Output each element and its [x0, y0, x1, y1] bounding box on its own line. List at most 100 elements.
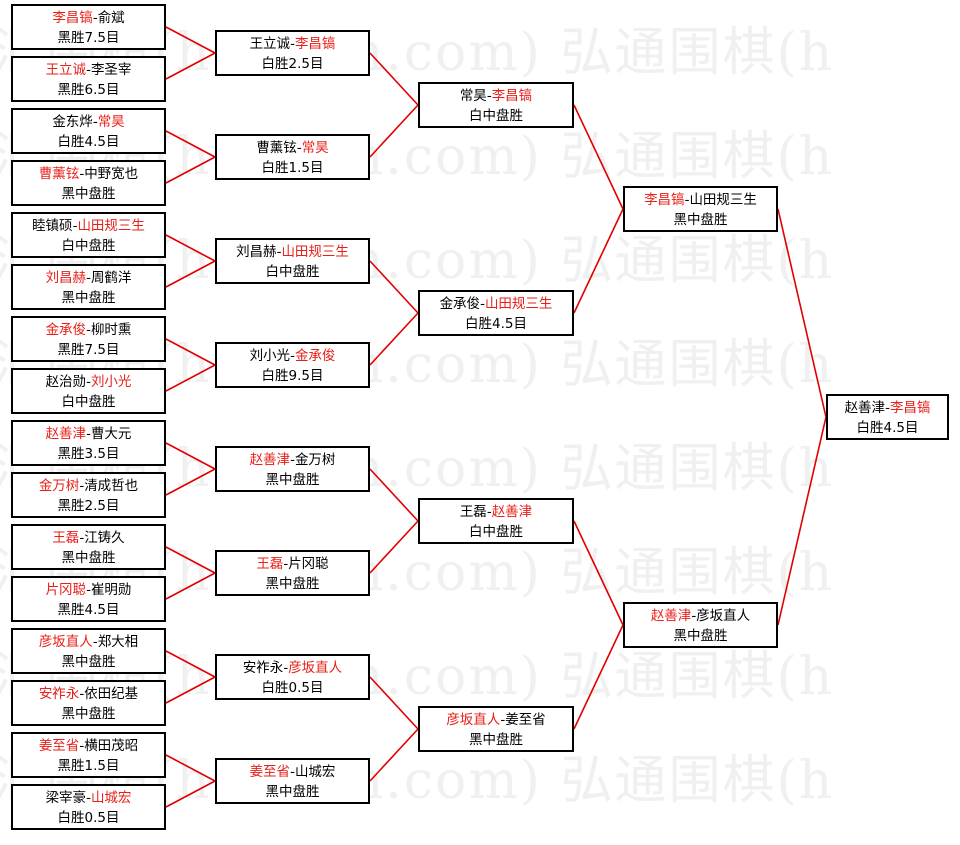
player-black: 王磊	[52, 530, 80, 546]
match-players: 常昊-李昌镐	[420, 86, 572, 106]
match-result: 黑胜7.5目	[57, 30, 120, 46]
player-white: 山城宏	[90, 790, 132, 806]
vs-separator: -	[86, 374, 91, 390]
match-box: 安祚永-依田纪基黑中盘胜	[11, 680, 166, 726]
match-players: 赵治勋-刘小光	[13, 372, 164, 392]
match-box: 刘昌赫-周鹤洋黑中盘胜	[11, 264, 166, 310]
match-result: 黑中盘胜	[265, 784, 320, 800]
match-box: 常昊-李昌镐白中盘胜	[418, 82, 574, 128]
vs-separator: -	[86, 790, 91, 806]
player-white: 柳时熏	[90, 322, 132, 338]
player-white: 刘小光	[90, 374, 132, 390]
bracket-connector	[165, 780, 216, 808]
match-box: 王磊-片冈聪黑中盘胜	[215, 550, 370, 596]
match-players: 安祚永-依田纪基	[13, 684, 164, 704]
match-box: 赵善津-金万树黑中盘胜	[215, 446, 370, 492]
player-black: 王立诚	[45, 62, 87, 78]
match-players: 赵善津-曹大元	[13, 424, 164, 444]
player-black: 常昊	[459, 88, 487, 104]
vs-separator: -	[92, 10, 98, 26]
match-result: 白胜9.5目	[261, 368, 324, 384]
player-black: 片冈聪	[45, 582, 87, 598]
match-players: 金承俊-柳时熏	[13, 320, 164, 340]
player-black: 彦坂直人	[38, 634, 93, 650]
player-white: 崔明勋	[90, 582, 132, 598]
match-box: 王立诚-李昌镐白胜2.5目	[215, 30, 370, 76]
match-result: 白中盘胜	[469, 108, 523, 124]
match-box: 李昌镐-俞斌黑胜7.5目	[11, 4, 166, 50]
vs-separator: -	[86, 582, 91, 598]
match-players: 金承俊-山田规三生	[420, 294, 572, 314]
match-box: 王磊-江铸久黑中盘胜	[11, 524, 166, 570]
bracket-connector	[369, 260, 419, 314]
player-white: 山田规三生	[77, 218, 145, 234]
match-box: 彦坂直人-姜至省黑中盘胜	[418, 706, 574, 752]
player-white: 常昊	[97, 114, 125, 130]
match-box: 曹薰铉-中野宽也黑中盘胜	[11, 160, 166, 206]
vs-separator: -	[276, 244, 282, 260]
vs-separator: -	[500, 712, 506, 728]
match-box: 赵善津-彦坂直人黑中盘胜	[623, 602, 778, 648]
bracket-connector	[369, 520, 419, 574]
bracket-connector	[165, 338, 216, 366]
match-result: 黑中盘胜	[61, 706, 116, 722]
match-players: 姜至省-山城宏	[217, 762, 368, 782]
player-white: 山田规三生	[484, 296, 553, 312]
vs-separator: -	[92, 634, 98, 650]
player-white: 山田规三生	[689, 192, 757, 208]
bracket-connector	[369, 728, 419, 782]
match-result: 白胜4.5目	[57, 134, 120, 150]
match-players: 赵善津-金万树	[217, 450, 368, 470]
match-box: 刘小光-金承俊白胜9.5目	[215, 342, 370, 388]
match-result: 白胜0.5目	[57, 810, 120, 826]
match-players: 金东烨-常昊	[13, 112, 164, 132]
match-box: 姜至省-横田茂昭黑胜1.5目	[11, 732, 166, 778]
match-result: 黑中盘胜	[265, 472, 320, 488]
bracket-connector	[165, 468, 216, 496]
player-black: 曹薰铉	[38, 166, 80, 182]
match-players: 曹薰铉-常昊	[217, 138, 368, 158]
match-players: 赵善津-彦坂直人	[625, 606, 776, 626]
player-black: 刘昌赫	[236, 244, 277, 260]
player-black: 安祚永	[242, 660, 284, 676]
match-result: 黑胜7.5目	[57, 342, 120, 358]
match-result: 白中盘胜	[265, 264, 320, 280]
bracket-connector	[165, 364, 216, 392]
player-black: 李昌镐	[52, 10, 93, 26]
match-box: 金承俊-山田规三生白胜4.5目	[418, 290, 574, 336]
vs-separator: -	[86, 62, 91, 78]
bracket-connector	[165, 676, 216, 704]
match-box: 赵治勋-刘小光白中盘胜	[11, 368, 166, 414]
match-result: 黑中盘胜	[61, 550, 116, 566]
player-white: 金承俊	[294, 348, 336, 364]
match-players: 王磊-片冈聪	[217, 554, 368, 574]
vs-separator: -	[684, 192, 690, 208]
player-black: 赵善津	[45, 426, 87, 442]
match-players: 刘小光-金承俊	[217, 346, 368, 366]
match-box: 刘昌赫-山田规三生白中盘胜	[215, 238, 370, 284]
match-result: 白胜2.5目	[261, 56, 324, 72]
bracket-connector	[165, 650, 216, 678]
match-players: 姜至省-横田茂昭	[13, 736, 164, 756]
bracket-connector	[369, 104, 419, 158]
match-result: 黑中盘胜	[265, 576, 320, 592]
vs-separator: -	[290, 764, 295, 780]
vs-separator: -	[290, 348, 295, 364]
match-box: 王磊-赵善津白中盘胜	[418, 498, 574, 544]
bracket-connector	[573, 624, 624, 730]
match-players: 梁宰豪-山城宏	[13, 788, 164, 808]
vs-separator: -	[86, 270, 91, 286]
vs-separator: -	[283, 556, 289, 572]
vs-separator: -	[79, 166, 85, 182]
match-result: 黑中盘胜	[673, 628, 728, 644]
match-players: 王磊-江铸久	[13, 528, 164, 548]
player-black: 金东烨	[52, 114, 93, 130]
vs-separator: -	[86, 322, 91, 338]
match-players: 王立诚-李昌镐	[217, 34, 368, 54]
vs-separator: -	[79, 478, 85, 494]
bracket-connector	[369, 676, 419, 730]
match-box: 李昌镐-山田规三生黑中盘胜	[623, 186, 778, 232]
match-result: 白胜4.5目	[856, 420, 919, 436]
player-white: 金万树	[294, 452, 336, 468]
